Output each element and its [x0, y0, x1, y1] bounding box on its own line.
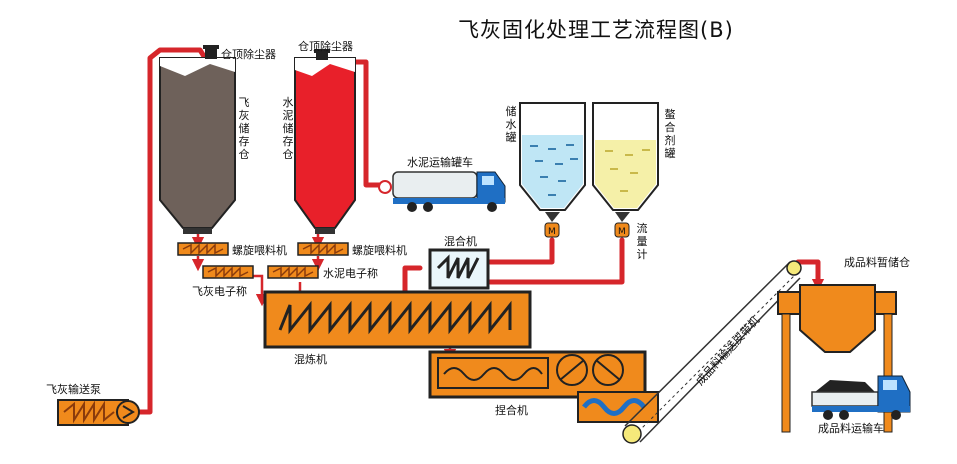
label-screw-feeder-1: 螺旋喂料机 [232, 243, 287, 257]
label-cement-scale: 水泥电子称 [323, 266, 378, 280]
label-chelant-tank: 螯合剂罐 [664, 108, 676, 160]
label-mixer-small: 混合机 [444, 234, 477, 248]
screw-feeder-cement [297, 242, 349, 256]
label-motor-1: M [548, 227, 556, 237]
water-tank [519, 102, 586, 211]
label-flyash-silo: 飞灰储存仓 [238, 96, 250, 161]
label-dust-collector-2: 仓顶除尘器 [298, 39, 353, 53]
product-bin [777, 284, 897, 433]
label-product-bin: 成品料暂储仓 [844, 255, 910, 269]
pinch-mixer [428, 350, 659, 423]
label-flowmeter: 流量计 [636, 222, 648, 261]
screw-feeder-flyash [177, 242, 229, 256]
label-water-tank: 储水罐 [505, 105, 517, 144]
label-motor-2: M [618, 227, 626, 237]
product-truck [811, 375, 911, 420]
label-cement-truck: 水泥运输罐车 [407, 155, 473, 169]
dust-collector-1 [203, 45, 219, 59]
flyash-silo [159, 57, 236, 234]
small-mixer [428, 248, 490, 290]
label-screw-feeder-2: 螺旋喂料机 [352, 243, 407, 257]
label-dust-collector-1: 仓顶除尘器 [221, 47, 276, 61]
belt-conveyor [622, 260, 802, 444]
label-kneader: 混炼机 [294, 352, 327, 366]
dust-collector-2 [314, 49, 330, 60]
label-product-truck: 成品料运输车 [818, 421, 884, 435]
cement-truck [378, 171, 506, 212]
scale-cement [267, 265, 319, 279]
pipes [137, 47, 821, 415]
kneader [263, 290, 532, 349]
label-flyash-scale: 飞灰电子称 [192, 284, 247, 298]
scale-flyash [202, 265, 254, 279]
cement-silo [294, 57, 356, 234]
chelant-tank [592, 102, 659, 211]
label-cement-silo: 水泥储存仓 [282, 96, 294, 161]
label-pinch-mixer: 捏合机 [495, 403, 528, 417]
flyash-pump [57, 399, 140, 426]
chelant-pump [614, 212, 630, 238]
label-flyash-pump: 飞灰输送泵 [46, 382, 101, 396]
water-pump [544, 212, 560, 238]
diagram-title: 飞灰固化处理工艺流程图(B) [458, 18, 734, 42]
